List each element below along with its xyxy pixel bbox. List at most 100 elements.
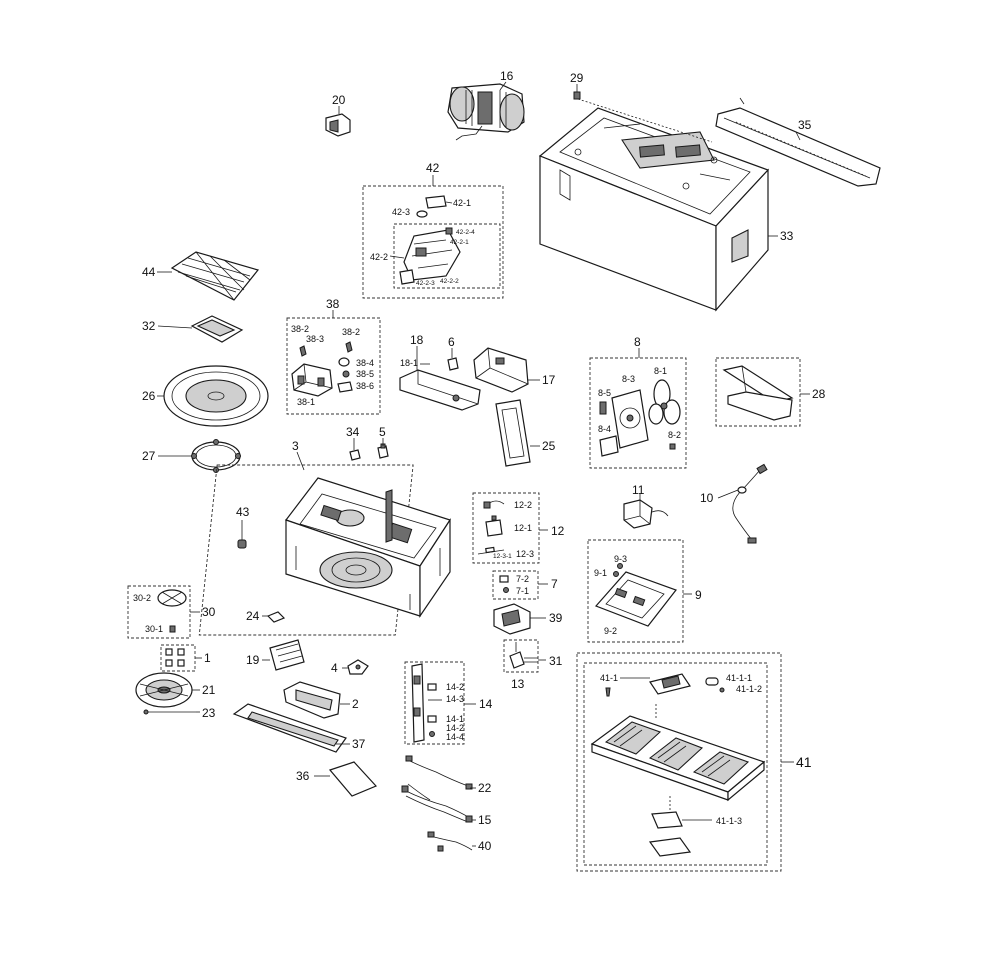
part-41-1-3-lens[interactable] — [648, 811, 692, 857]
part-5-sensor[interactable] — [377, 443, 389, 459]
part-11-transformer[interactable] — [623, 499, 669, 529]
part-19-grille[interactable] — [269, 639, 305, 671]
part-42-1[interactable] — [425, 195, 447, 209]
part-30-1[interactable] — [169, 625, 176, 633]
label-8-2: 8-2 — [668, 430, 681, 440]
part-14-latch-board[interactable] — [411, 663, 425, 743]
label-8-4: 8-4 — [598, 424, 611, 434]
part-44-grease-filter[interactable] — [170, 251, 260, 301]
part-9-base-plate[interactable] — [594, 571, 677, 627]
part-34-clip[interactable] — [349, 449, 361, 461]
part-4-bracket[interactable] — [347, 659, 369, 675]
part-20-bracket[interactable] — [325, 113, 351, 137]
part-23-shaft[interactable] — [143, 709, 196, 715]
part-31-switch[interactable] — [509, 642, 538, 669]
part-18-waveguide[interactable] — [399, 369, 481, 411]
part-42-2-control-frame[interactable] — [399, 229, 461, 285]
label-38-2b: 38-2 — [342, 327, 360, 337]
label-38-6: 38-6 — [356, 381, 374, 391]
part-41-1-1-lamp-socket[interactable] — [649, 673, 691, 695]
label-18-1: 18-1 — [400, 358, 418, 368]
part-1-couplers[interactable] — [165, 648, 185, 667]
group-7-box — [492, 570, 539, 600]
label-14: 14 — [479, 697, 493, 711]
part-43-foot[interactable] — [237, 539, 247, 549]
part-38-6[interactable] — [337, 381, 353, 393]
label-42-1: 42-1 — [453, 198, 471, 208]
label-27: 27 — [142, 449, 156, 463]
part-40-harness[interactable] — [427, 831, 473, 852]
label-7-1: 7-1 — [516, 586, 529, 596]
part-36-sheet[interactable] — [328, 761, 378, 797]
part-41-base-panel[interactable] — [590, 715, 766, 802]
group-28-box — [715, 357, 801, 427]
label-3: 3 — [292, 439, 299, 453]
part-39-hv-transformer[interactable] — [493, 603, 531, 635]
part-16-fan-motor[interactable] — [447, 83, 525, 141]
part-29-screw[interactable] — [573, 91, 581, 100]
part-7-1[interactable] — [503, 587, 509, 593]
part-38-4[interactable] — [338, 357, 350, 367]
label-41: 41 — [796, 754, 812, 770]
label-8-3: 8-3 — [622, 374, 635, 384]
part-8-1-fan-blade[interactable] — [648, 379, 681, 425]
part-26-glass-tray[interactable] — [163, 365, 269, 427]
part-22-harness[interactable] — [405, 755, 473, 790]
part-14-2a[interactable] — [427, 683, 437, 691]
label-34: 34 — [346, 425, 360, 439]
label-13: 13 — [511, 677, 525, 691]
part-6-fuse[interactable] — [447, 357, 459, 371]
part-30-2-stirrer[interactable] — [157, 589, 187, 607]
part-42-3[interactable] — [416, 210, 428, 218]
part-14-4[interactable] — [429, 731, 435, 737]
part-12-3-diode[interactable] — [477, 546, 505, 555]
part-38-5[interactable] — [342, 370, 350, 378]
label-14-2b: 14-2 — [446, 723, 464, 733]
part-28-duct[interactable] — [722, 365, 794, 421]
label-23: 23 — [202, 706, 216, 720]
part-10-thermistor[interactable] — [732, 463, 768, 544]
label-16: 16 — [500, 69, 514, 83]
part-41-1-1-bulb[interactable] — [705, 677, 719, 686]
part-17-bracket[interactable] — [473, 347, 529, 393]
part-12-1-capacitor[interactable] — [485, 515, 503, 537]
part-25-choke-frame[interactable] — [495, 399, 531, 467]
part-37-control-panel[interactable] — [232, 703, 347, 753]
label-44: 44 — [142, 265, 156, 279]
label-38-2a: 38-2 — [291, 324, 309, 334]
part-38-2-switch-b[interactable] — [345, 341, 353, 353]
group-8-box — [589, 357, 687, 469]
part-2-control-board[interactable] — [283, 681, 341, 719]
part-35-vent-grille[interactable] — [715, 97, 881, 187]
part-9-3[interactable] — [617, 563, 623, 569]
label-19: 19 — [246, 653, 260, 667]
part-38-2-switch-a[interactable] — [299, 345, 307, 357]
part-41-1-2-screw[interactable] — [719, 687, 725, 693]
label-33: 33 — [780, 229, 794, 243]
part-15-harness[interactable] — [401, 783, 473, 823]
group-31-box — [503, 639, 539, 673]
part-41-1-screw[interactable] — [605, 687, 611, 697]
part-3-oven-cavity[interactable] — [285, 477, 451, 618]
part-32-charcoal-filter[interactable] — [190, 315, 244, 343]
label-38-4: 38-4 — [356, 358, 374, 368]
part-8-2[interactable] — [669, 443, 676, 450]
part-8-4[interactable] — [599, 435, 619, 457]
part-42-2-4[interactable] — [445, 227, 453, 235]
part-12-2[interactable] — [483, 500, 505, 509]
label-42-3: 42-3 — [392, 207, 410, 217]
part-38-1-latch-holder[interactable] — [291, 363, 333, 397]
part-33-outer-cabinet[interactable] — [538, 107, 770, 312]
part-9-1[interactable] — [613, 571, 619, 577]
part-24-clip[interactable] — [266, 611, 286, 623]
part-21-turntable-support[interactable] — [135, 672, 193, 708]
part-8-3-motor-bracket[interactable] — [611, 389, 649, 449]
label-36: 36 — [296, 769, 310, 783]
part-7-2[interactable] — [499, 575, 509, 583]
part-8-5[interactable] — [599, 401, 607, 415]
label-28: 28 — [812, 387, 826, 401]
label-12-3: 12-3 — [516, 549, 534, 559]
part-27-roller-ring[interactable] — [191, 439, 241, 473]
label-14-3: 14-3 — [446, 694, 464, 704]
part-14-1[interactable] — [427, 715, 437, 723]
